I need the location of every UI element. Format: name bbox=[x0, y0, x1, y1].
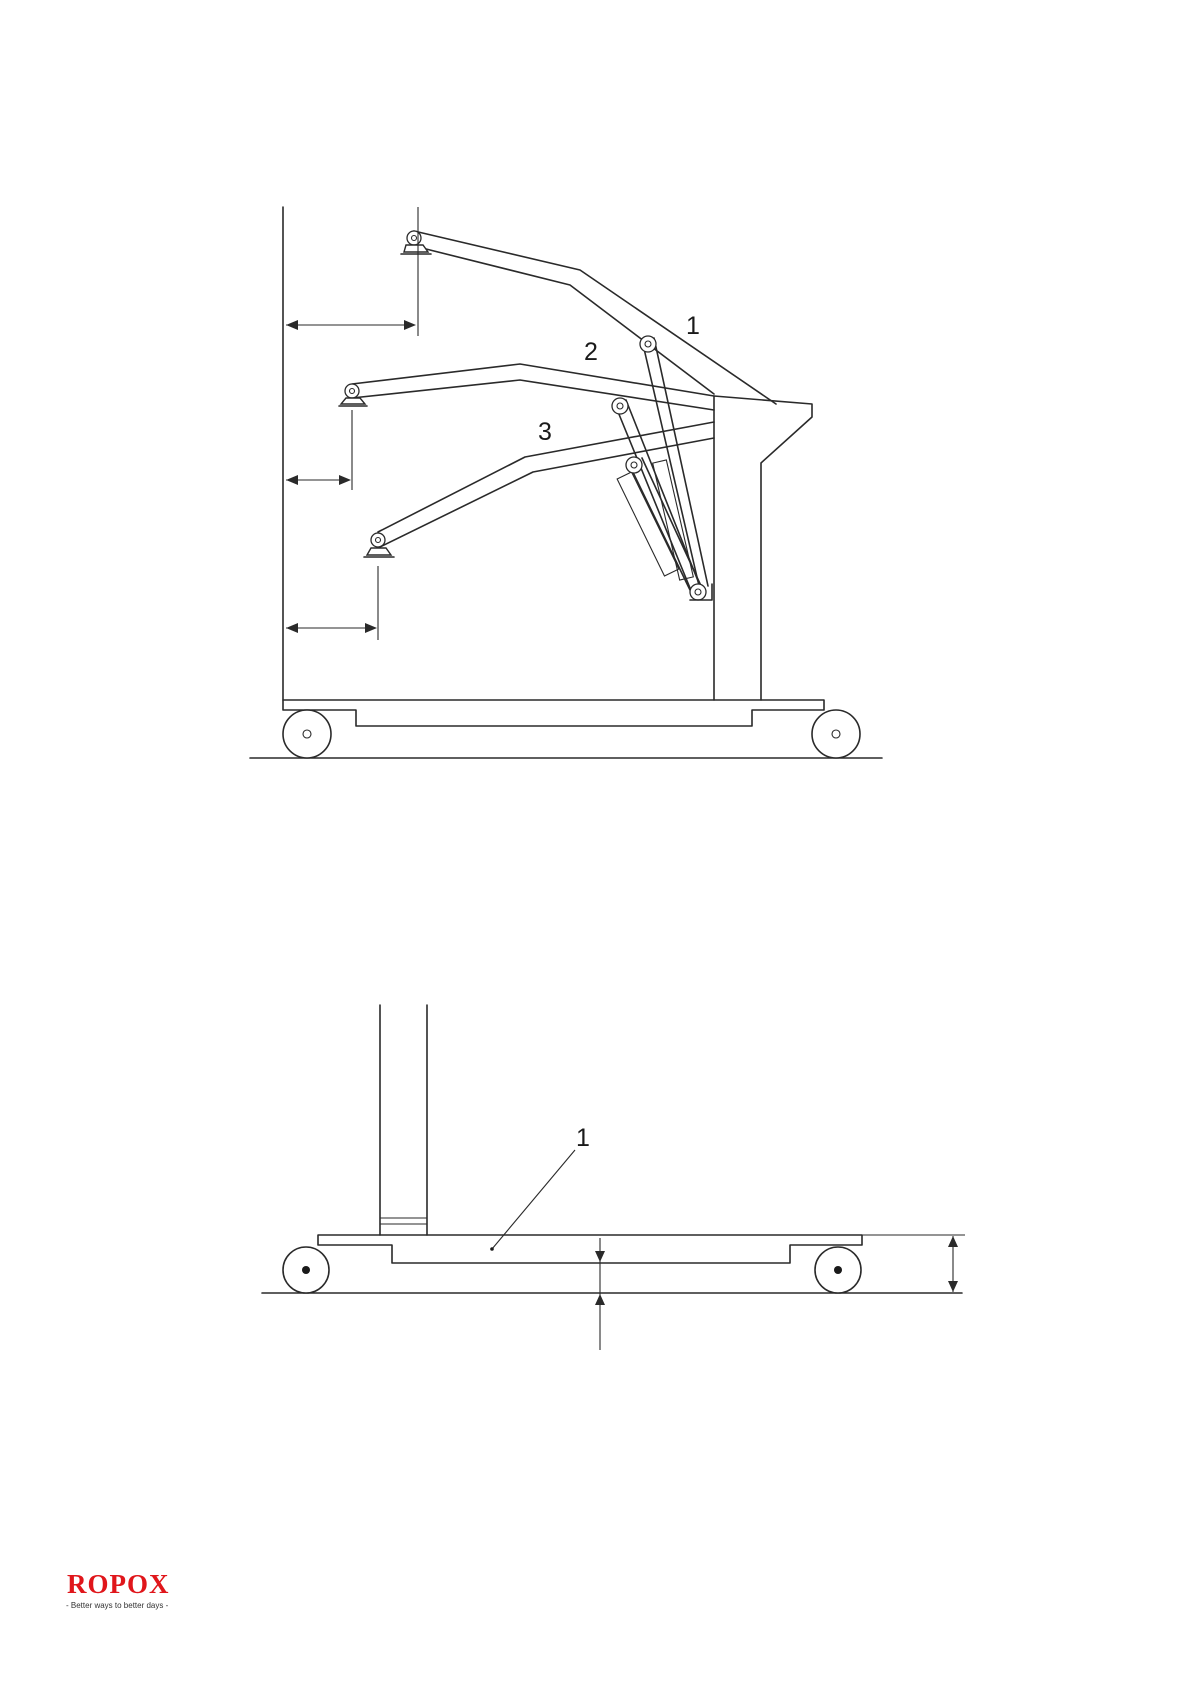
logo-wordmark: ROPOX bbox=[67, 1569, 170, 1599]
front-wheel-bottom bbox=[283, 1247, 329, 1293]
hydraulic-cylinders bbox=[612, 336, 712, 600]
boom-position-1 bbox=[401, 231, 776, 404]
base-clearance-diagram: 1 bbox=[262, 1005, 965, 1350]
mast bbox=[714, 396, 812, 700]
ropox-logo: ROPOX - Better ways to better days - bbox=[66, 1569, 170, 1610]
leader-line bbox=[492, 1150, 575, 1249]
rear-wheel-bottom bbox=[815, 1247, 861, 1293]
boom-position-2 bbox=[339, 364, 714, 410]
arm-label-1: 1 bbox=[686, 312, 700, 340]
ground-clearance-dimension bbox=[568, 1238, 632, 1350]
base-chassis bbox=[283, 700, 824, 726]
base-chassis-bottom bbox=[318, 1235, 862, 1263]
arm-label-3: 3 bbox=[538, 418, 552, 446]
front-wheel bbox=[283, 710, 331, 758]
lift-side-view-diagram: 1 2 3 bbox=[250, 207, 882, 758]
logo-tagline: - Better ways to better days - bbox=[66, 1601, 169, 1610]
part-label-1: 1 bbox=[576, 1124, 590, 1152]
arm-label-2: 2 bbox=[584, 338, 598, 366]
base-height-dimension bbox=[948, 1236, 958, 1292]
rear-wheel bbox=[812, 710, 860, 758]
reach-dimensions bbox=[286, 207, 418, 640]
